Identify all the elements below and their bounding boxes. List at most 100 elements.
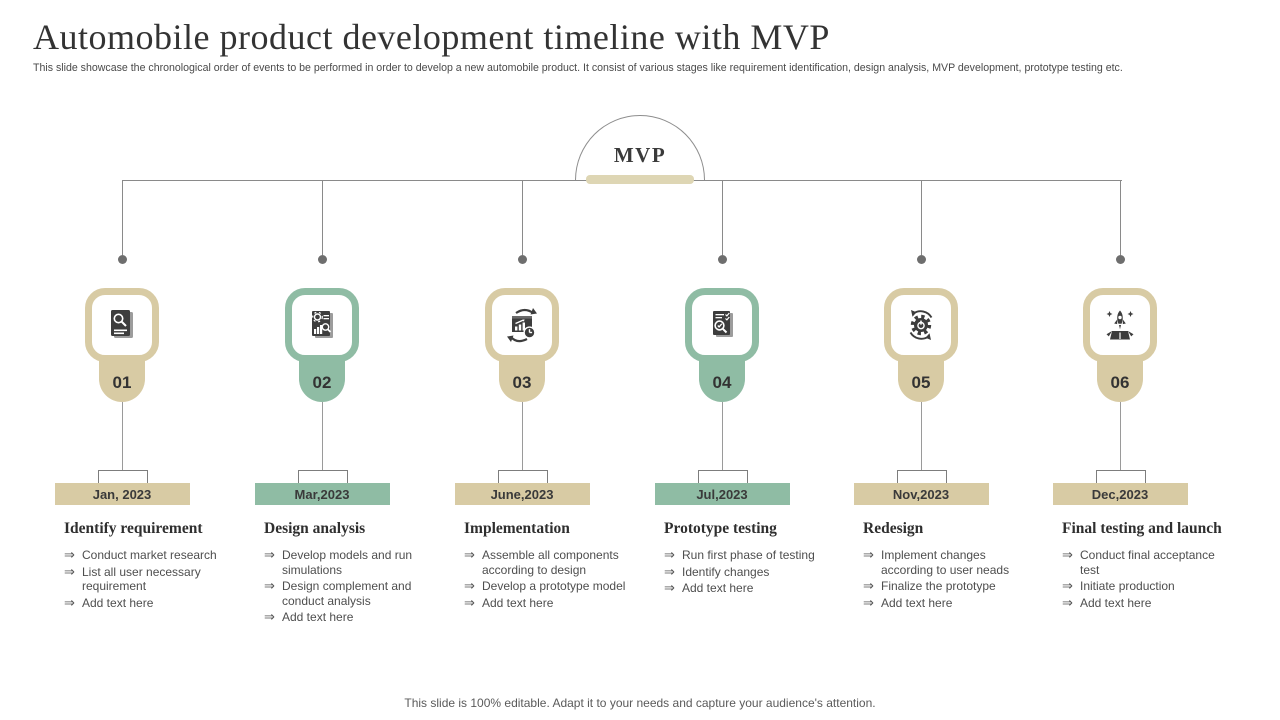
stage-number: 05 [911, 373, 931, 392]
bullet-item: ⇒Add text here [64, 594, 229, 611]
arrow-bullet-icon: ⇒ [264, 609, 275, 625]
stage-title: Design analysis [264, 520, 366, 537]
stage-date-badge: Jul,2023 [654, 483, 790, 505]
bullet-item: ⇒ List all user necessary requirement [64, 563, 229, 594]
connector-line [122, 402, 123, 470]
bullet-text: Implement changes according to user nead… [881, 548, 1010, 577]
connector-line [522, 402, 523, 470]
stage-text-block: Identify requirement ⇒Conduct market res… [64, 520, 229, 612]
slide-subtitle: This slide showcase the chronological or… [33, 62, 1123, 74]
bullet-item: ⇒ Add text here [1062, 594, 1227, 611]
stage-date-badge: Dec,2023 [1052, 483, 1188, 505]
gear-sync-icon [901, 305, 941, 345]
checklist-magnifier-icon [702, 305, 742, 345]
arrow-bullet-icon: ⇒ [863, 547, 874, 562]
bullet-item: ⇒ Conduct market research [64, 548, 229, 563]
bullet-text: Add text here [682, 581, 754, 596]
stage-column-4: 04 Jul,2023 Prototype testing [632, 180, 815, 710]
mvp-label: MVP [613, 142, 667, 167]
arrow-bullet-icon: ⇒ [464, 594, 475, 610]
bullet-text: Initiate production [1080, 579, 1175, 594]
connector-line [921, 180, 922, 255]
mvp-dome: MVP [575, 115, 705, 180]
stage-column-2: 02 Mar,2023 [232, 180, 412, 710]
stage-date: June,2023 [490, 486, 554, 502]
timeline-dot [1115, 255, 1125, 264]
arrow-bullet-icon: ⇒ [1062, 594, 1073, 610]
bullet-text: Run first phase of testing [682, 548, 815, 562]
design-analysis-document-icon [302, 305, 342, 345]
bullet-item: ⇒ Implement changes according to user nea… [863, 547, 1028, 577]
stage-number: 01 [112, 373, 132, 392]
bullet-text: Conduct final acceptance test [1080, 548, 1215, 577]
date-bracket [897, 470, 947, 484]
bullet-text: Conduct market research [82, 548, 217, 562]
stage-column-1: 01 Jan, 2023 Identify requirement ⇒Condu… [32, 180, 217, 710]
bullet-text: Add text here [482, 595, 554, 610]
stage-column-3: 03 [432, 180, 625, 710]
stage-date: Mar,2023 [294, 486, 350, 502]
bullet-item: ⇒Design complement and conduct analysis [264, 578, 429, 608]
connector-line [122, 180, 123, 255]
stage-column-5: 05 Nov,2023 Redesign ⇒Implement changes [831, 180, 1011, 710]
bullet-item: ⇒Assemble all components according to de… [464, 547, 629, 577]
arrow-bullet-icon: ⇒ [64, 594, 75, 610]
bullet-text: Add text here [881, 595, 953, 610]
stage-title: Prototype testing [664, 520, 777, 537]
arrow-bullet-icon: ⇒ [464, 578, 475, 594]
connector-line [522, 180, 523, 255]
stage-date: Jul,2023 [696, 486, 748, 502]
chart-sync-clock-icon [502, 305, 542, 345]
stage-text-block: Final testing and launch ⇒ Conduct final … [1062, 520, 1227, 612]
bullet-item: ⇒ Add text here [264, 610, 429, 625]
bullet-item: ⇒Run first phase of testing [664, 548, 829, 563]
bullet-text: Add text here [1080, 595, 1152, 610]
stage-title: Redesign [863, 520, 924, 537]
bullet-item: ⇒Develop models and run simulations [264, 547, 429, 577]
stage-date: Nov,2023 [892, 486, 950, 502]
arrow-bullet-icon: ⇒ [64, 563, 75, 579]
stage-date: Dec,2023 [1091, 486, 1149, 502]
bullet-item: ⇒Add text here [664, 581, 829, 596]
stage-number: 04 [712, 373, 732, 392]
stage-icon-box [685, 288, 759, 362]
stage-date-badge: Jan, 2023 [54, 483, 190, 505]
arrow-bullet-icon: ⇒ [64, 547, 75, 562]
stage-title: Final testing and launch [1062, 520, 1222, 537]
bullet-text: Finalize the prototype [881, 579, 996, 594]
connector-line [322, 402, 323, 470]
arrow-bullet-icon: ⇒ [264, 547, 275, 562]
stage-column-6: 06 Dec,2023 [1030, 180, 1222, 710]
timeline-dot [717, 255, 727, 264]
bullet-text: Add text here [282, 610, 354, 625]
arrow-bullet-icon: ⇒ [464, 547, 475, 562]
research-document-icon [102, 305, 142, 345]
stage-title: Implementation [464, 520, 570, 537]
stage-number: 06 [1110, 373, 1130, 392]
date-bracket [98, 470, 148, 484]
arrow-bullet-icon: ⇒ [1062, 578, 1073, 594]
bullet-item: ⇒ Add text here [863, 594, 1028, 611]
bullet-text: Develop a prototype model [482, 579, 626, 594]
stage-text-block: Design analysis ⇒Develop models and run … [264, 520, 429, 627]
connector-line [722, 402, 723, 470]
stage-date-badge: Mar,2023 [254, 483, 390, 505]
stage-text-block: Redesign ⇒ Implement changes according to… [863, 520, 1028, 612]
mvp-dome-base [586, 175, 694, 184]
stage-date-badge: June,2023 [454, 483, 590, 505]
connector-line [1120, 402, 1121, 470]
footer-note: This slide is 100% editable. Adapt it to… [404, 696, 876, 710]
timeline-dot [317, 255, 327, 264]
bullet-text: List all user necessary requirement [82, 564, 201, 594]
stage-date-badge: Nov,2023 [853, 483, 989, 505]
date-bracket [1096, 470, 1146, 484]
date-bracket [498, 470, 548, 484]
arrow-bullet-icon: ⇒ [863, 594, 874, 610]
timeline-dot [117, 255, 127, 264]
stage-text-block: Prototype testing ⇒Run first phase of te… [664, 520, 829, 598]
connector-line [921, 402, 922, 470]
bullet-item: ⇒ Initiate production [1062, 579, 1227, 594]
stage-icon-box [85, 288, 159, 362]
timeline-dot [517, 255, 527, 264]
